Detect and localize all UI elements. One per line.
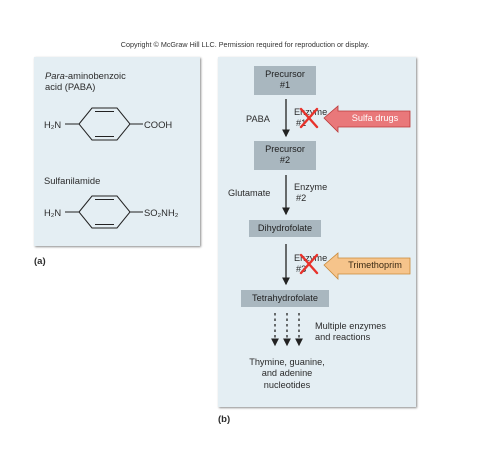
paba-left-group: H₂N: [44, 119, 62, 130]
sulfanilamide-name: Sulfanilamide: [44, 175, 101, 186]
enzyme3-line2: #3: [296, 264, 307, 275]
products-label: Thymine, guanine, and adenine nucleotide…: [232, 357, 342, 391]
paba-benzene-ring: [65, 107, 143, 141]
sulfa-left-group: H₂N: [44, 207, 62, 218]
products-line1: Thymine, guanine,: [249, 357, 325, 367]
precursor2-box: Precursor #2: [254, 141, 316, 170]
enzyme2-line1: Enzyme: [294, 182, 328, 192]
products-line2: and adenine: [261, 368, 313, 379]
precursor2-line1: Precursor: [265, 144, 305, 154]
panel-a-structures: [34, 57, 200, 246]
paba-input: PABA: [246, 114, 270, 124]
panel-a-label: (a): [34, 256, 46, 267]
precursor1-line2: #1: [279, 80, 291, 90]
inhibit-x-icon-3: [299, 253, 319, 275]
sulfa-drugs-label: Sulfa drugs: [351, 113, 399, 123]
glutamate-input: Glutamate: [228, 188, 271, 198]
paba-name-italic: Para: [45, 70, 65, 81]
enzyme1-line1: Enzyme: [294, 107, 328, 117]
precursor2-line2: #2: [279, 155, 291, 165]
dashed-arrows: [271, 313, 303, 347]
trimethoprim-label: Trimethoprim: [348, 260, 402, 270]
sulfa-right-group: SO₂NH₂: [144, 207, 179, 218]
precursor1-line1: Precursor: [265, 69, 305, 79]
trimethoprim-arrow: [323, 252, 411, 280]
enzyme1-label: Enzyme #1: [294, 107, 327, 130]
enzyme3-label: Enzyme #3: [294, 253, 327, 276]
dihydrofolate-box: Dihydrofolate: [249, 220, 321, 237]
tetrahydrofolate-box: Tetrahydrofolate: [241, 290, 329, 307]
enzyme2-line2: #2: [296, 193, 307, 204]
panel-b-label: (b): [218, 414, 231, 425]
sulfa-drugs-arrow: [323, 105, 411, 133]
paba-name-line2: acid (PABA): [45, 81, 96, 92]
precursor1-box: Precursor #1: [254, 66, 316, 95]
paba-name: Para-aminobenzoic acid (PABA): [45, 70, 126, 92]
multiple-line1: Multiple enzymes: [315, 321, 386, 331]
multiple-line2: and reactions: [315, 332, 371, 343]
products-line3: nucleotides: [263, 379, 311, 390]
enzyme1-line2: #1: [296, 118, 307, 129]
enzyme2-label: Enzyme #2: [294, 182, 327, 205]
paba-right-group: COOH: [144, 119, 173, 130]
copyright-notice: Copyright © McGraw Hill LLC. Permission …: [120, 40, 370, 49]
sulfanilamide-benzene-ring: [65, 195, 143, 229]
inhibit-x-icon-1: [299, 107, 319, 129]
enzyme3-line1: Enzyme: [294, 253, 328, 263]
multiple-enzymes-label: Multiple enzymes and reactions: [315, 321, 386, 344]
paba-name-rest: -aminobenzoic: [64, 70, 126, 81]
